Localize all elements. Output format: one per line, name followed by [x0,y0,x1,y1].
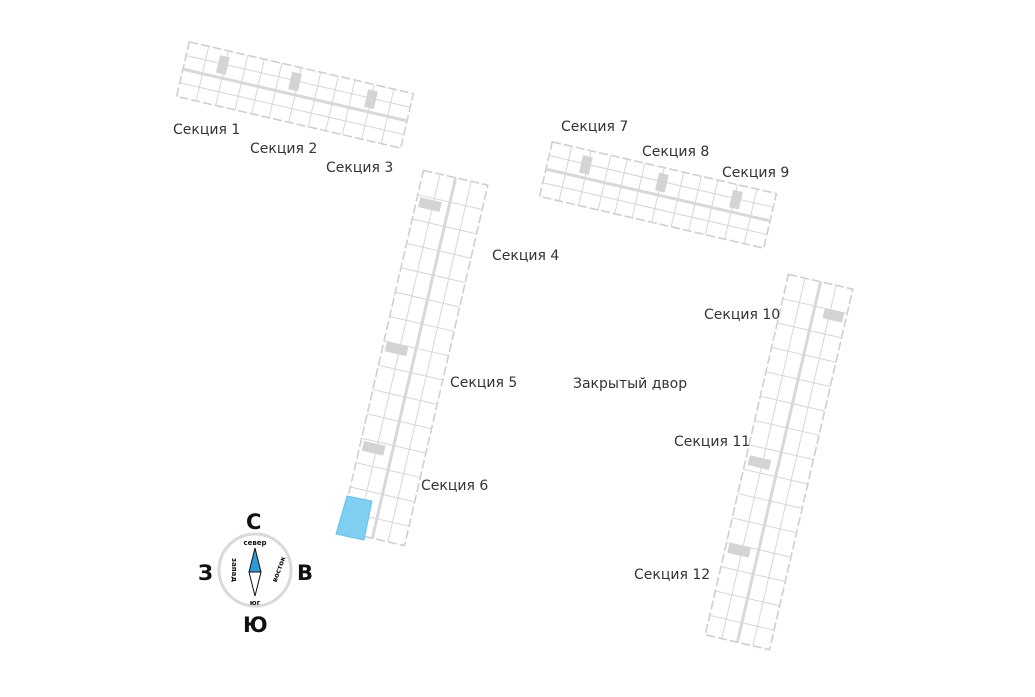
compass-north-word: север [243,539,266,547]
section-label-5[interactable]: Секция 5 [450,375,518,391]
compass-west-word: запад [230,558,238,582]
section-label-8[interactable]: Секция 8 [642,144,710,160]
section-label-7[interactable]: Секция 7 [561,119,629,135]
section-label-1[interactable]: Секция 1 [173,122,241,138]
compass-letter-north: С [246,510,262,534]
compass-letter-west: З [198,561,213,585]
highlighted-apartment[interactable] [335,495,373,541]
section-label-12[interactable]: Секция 12 [634,567,711,583]
courtyard-label: Закрытый двор [573,376,688,392]
compass-letter-south: Ю [243,613,268,637]
section-label-10[interactable]: Секция 10 [704,307,781,323]
section-label-11[interactable]: Секция 11 [674,434,751,450]
section-label-6[interactable]: Секция 6 [421,478,489,494]
compass-south-arrow-icon [248,571,262,597]
section-label-2[interactable]: Секция 2 [250,141,318,157]
section-label-3[interactable]: Секция 3 [326,160,394,176]
section-label-4[interactable]: Секция 4 [492,248,560,264]
building-block-b [538,140,778,250]
building-block-d [704,273,854,651]
building-block-c [339,169,489,547]
compass-letter-east: В [297,561,314,585]
compass: север юг запад восток [217,532,293,608]
section-label-9[interactable]: Секция 9 [722,165,790,181]
building-block-a [175,40,415,150]
compass-south-word: юг [250,599,261,607]
